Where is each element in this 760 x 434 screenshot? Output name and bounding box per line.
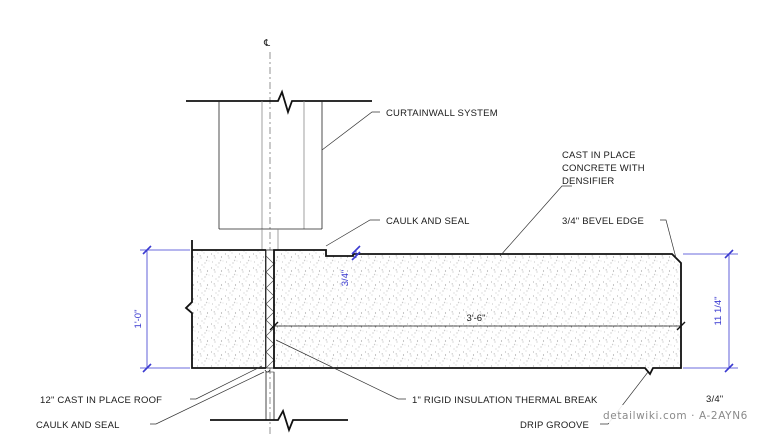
- concrete-ledge: [273, 249, 682, 376]
- dim-bevel: 3/4": [340, 270, 351, 287]
- label-caulk-bottom: CAULK AND SEAL: [36, 420, 120, 431]
- leader-lines: [150, 111, 677, 425]
- label-partial-dim: 3/4": [706, 394, 723, 405]
- label-concrete-2: CONCRETE WITH: [562, 163, 645, 174]
- centerline-symbol: ℄: [263, 38, 271, 49]
- label-roof: 12" CAST IN PLACE ROOF: [40, 395, 162, 406]
- lower-column: [210, 371, 348, 433]
- roof-slab: [184, 240, 267, 369]
- insulation-break: [265, 249, 275, 369]
- dimension-lines: [140, 245, 738, 373]
- dim-projection: 3'-6": [467, 313, 486, 324]
- dim-ledge-height: 11 1/4": [713, 296, 724, 325]
- label-bevel-edge: 3/4" BEVEL EDGE: [562, 216, 644, 227]
- label-concrete-3: DENSIFIER: [562, 176, 614, 187]
- watermark: detailwiki.com · A-2AYN6: [603, 410, 748, 422]
- curtainwall-mullion: [186, 89, 372, 250]
- label-caulk-top: CAULK AND SEAL: [386, 216, 470, 227]
- label-curtainwall: CURTAINWALL SYSTEM: [386, 108, 498, 119]
- label-concrete-1: CAST IN PLACE: [562, 150, 636, 161]
- dim-slab-height: 1'-0": [133, 310, 144, 329]
- centerline: ℄: [263, 38, 271, 434]
- label-insulation: 1" RIGID INSULATION THERMAL BREAK: [412, 395, 598, 406]
- label-drip-groove: DRIP GROOVE: [520, 420, 589, 431]
